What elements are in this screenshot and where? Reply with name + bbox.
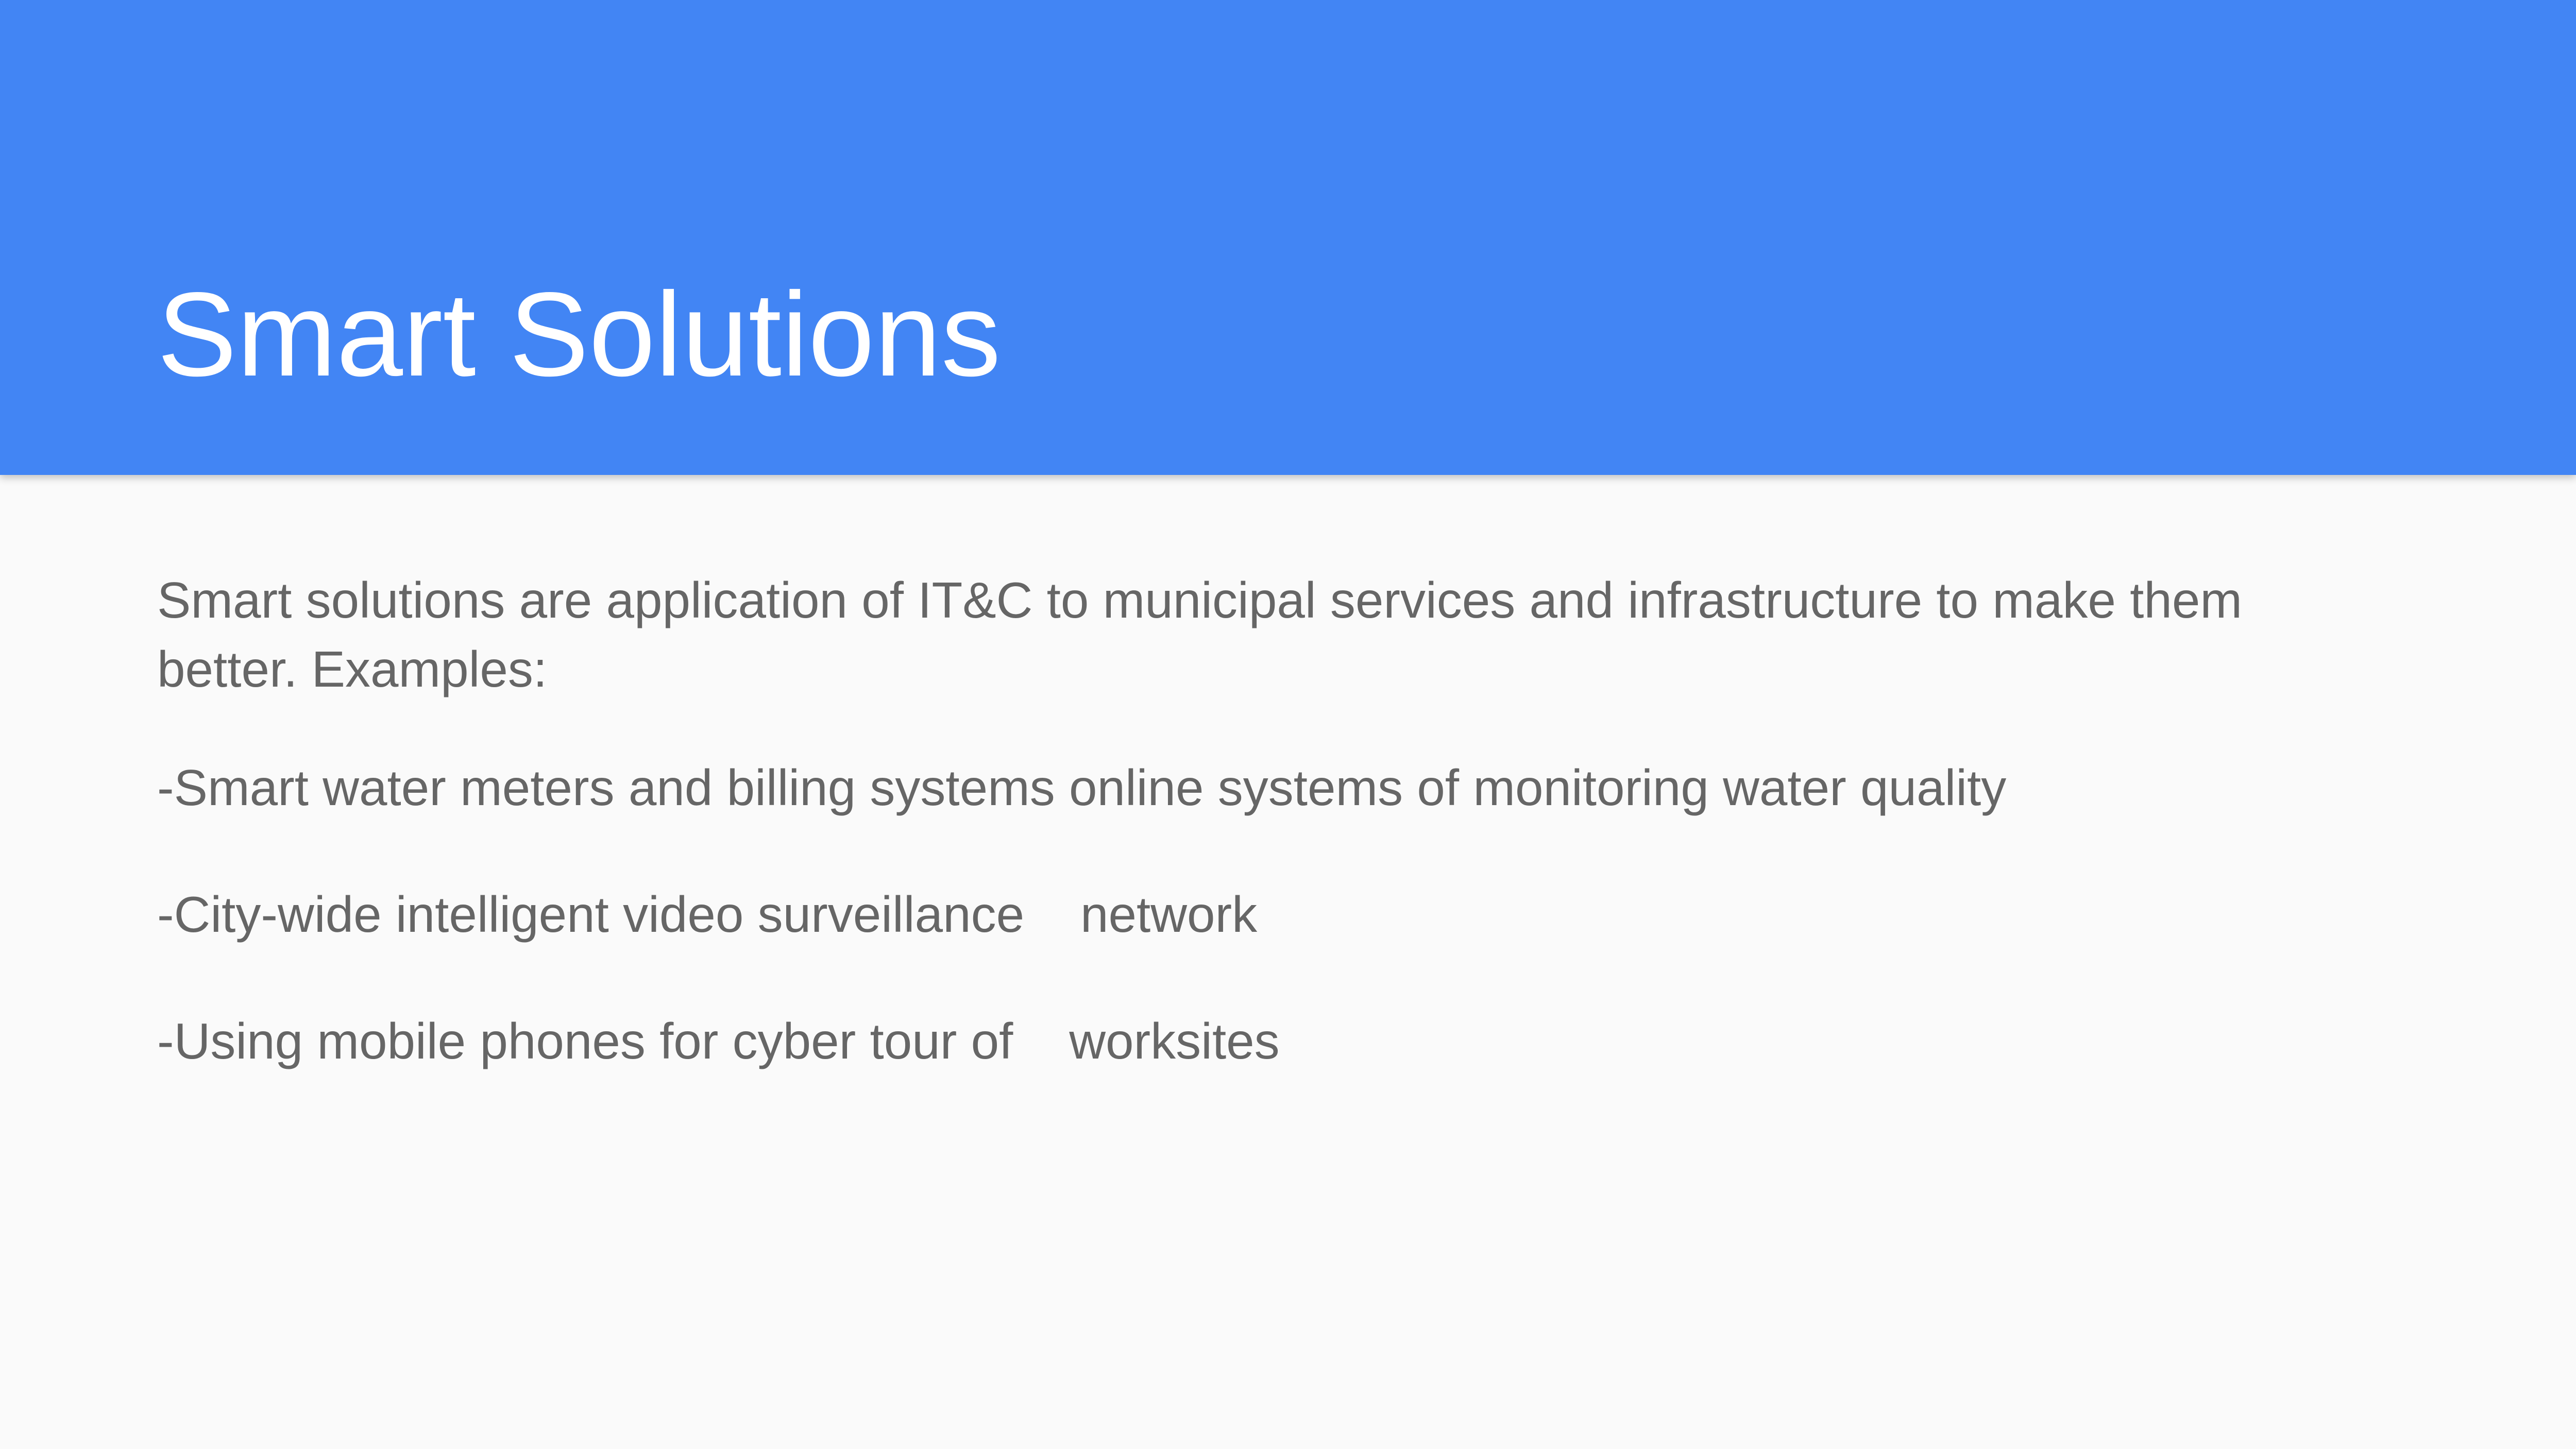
example-item-video-surveillance: -City-wide intelligent video surveillanc… xyxy=(157,886,1258,943)
title-banner: Smart Solutions xyxy=(0,0,2576,475)
intro-paragraph: Smart solutions are application of IT&C … xyxy=(157,572,2242,697)
example-item-mobile-cyber-tour: -Using mobile phones for cyber tour of w… xyxy=(157,1013,1280,1069)
slide-body: Smart solutions are application of IT&C … xyxy=(157,566,2434,1133)
example-item-water-meters: -Smart water meters and billing systems … xyxy=(157,759,2007,816)
slide-title: Smart Solutions xyxy=(157,268,1001,401)
